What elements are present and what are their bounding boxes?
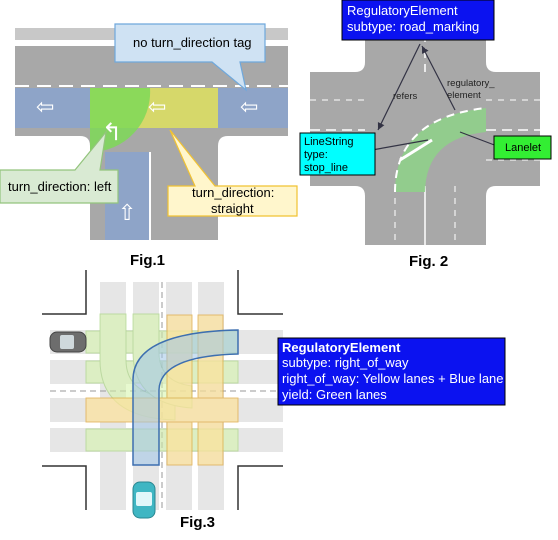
fig2-regulatory-box — [341, 0, 495, 41]
fig1-callout-straight-text-2: straight — [211, 201, 254, 216]
fig3-regulatory-title: RegulatoryElement — [282, 340, 401, 355]
fig3-caption: Fig.3 — [180, 514, 215, 531]
fig1-turn-arrow-icon: ↰ — [102, 118, 122, 146]
figure-1: ⇦ ⇦ ⇦ ↰ ⇧ no turn_direction tag turn_dir… — [0, 23, 298, 269]
fig3-regulatory-right-of-way: right_of_way: Yellow lanes + Blue lane — [282, 371, 504, 386]
fig1-caption: Fig.1 — [130, 252, 165, 269]
fig1-left-arrow-right-icon: ⇦ — [240, 95, 258, 120]
fig1-callout-left-text: turn_direction: left — [8, 179, 112, 194]
fig3-yellow-h — [85, 397, 239, 423]
figure-3: RegulatoryElement subtype: right_of_way … — [42, 270, 506, 531]
fig2-regulatory-label-1: regulatory_ — [447, 78, 495, 89]
fig3-regulatory-subtype: subtype: right_of_way — [282, 355, 409, 370]
fig1-callout-straight-text-1: turn_direction: — [192, 185, 274, 200]
fig1-left-arrow-icon: ⇦ — [36, 95, 54, 120]
fig1-blue-lane-left — [15, 88, 90, 128]
fig1-up-arrow-icon: ⇧ — [118, 201, 136, 226]
fig1-callout-straight — [167, 129, 298, 217]
fig3-car-left-icon — [49, 331, 87, 353]
fig3-car-bottom-icon — [132, 481, 156, 519]
fig1-blue-lane-right — [218, 88, 288, 128]
fig2-lanelet-box — [493, 135, 552, 160]
figure-2: refers regulatory_ element RegulatoryEle… — [299, 0, 552, 270]
fig3-boundary-br — [237, 465, 283, 510]
fig2-lanelet-label: Lanelet — [505, 142, 541, 154]
fig1-left-arrow-mid-icon: ⇦ — [148, 95, 166, 120]
fig2-regulatory-label-2: element — [447, 90, 481, 101]
fig3-blue-lane — [132, 329, 239, 466]
fig3-boundary-bl — [42, 465, 87, 510]
fig2-linestring-line1: LineString — [304, 136, 354, 148]
fig2-lanelet-shape — [395, 108, 486, 192]
fig1-callout-left — [0, 129, 119, 204]
fig2-corner-bl — [310, 186, 365, 245]
fig2-refers-label: refers — [393, 91, 418, 102]
fig2-corner-br — [486, 186, 540, 245]
fig2-stop-line — [399, 138, 433, 162]
fig2-caption: Fig. 2 — [409, 253, 448, 270]
fig2-refers-arrow — [377, 43, 421, 131]
fig2-regulatory-line1: RegulatoryElement — [347, 3, 458, 18]
fig2-linestring-arrow — [371, 139, 429, 151]
fig2-linestring-box — [299, 132, 376, 176]
fig2-linestring-line3: stop_line — [304, 162, 348, 174]
fig2-curve-edge — [394, 107, 487, 193]
fig3-regulatory-box — [277, 337, 506, 406]
fig3-regulatory-yield: yield: Green lanes — [282, 387, 387, 402]
fig2-lanelet-arrow — [459, 131, 498, 147]
fig2-regelement-arrow — [421, 45, 456, 111]
fig2-regulatory-line2: subtype: road_marking — [347, 19, 479, 34]
fig2-linestring-line2: type: — [304, 149, 328, 161]
fig3-boundary-tl — [42, 270, 87, 315]
fig1-callout-no-tag-text: no turn_direction tag — [133, 35, 252, 50]
fig1-callout-no-tag — [114, 23, 266, 92]
fig3-boundary-tr — [237, 270, 283, 315]
fig2-corner-tr — [486, 0, 540, 72]
